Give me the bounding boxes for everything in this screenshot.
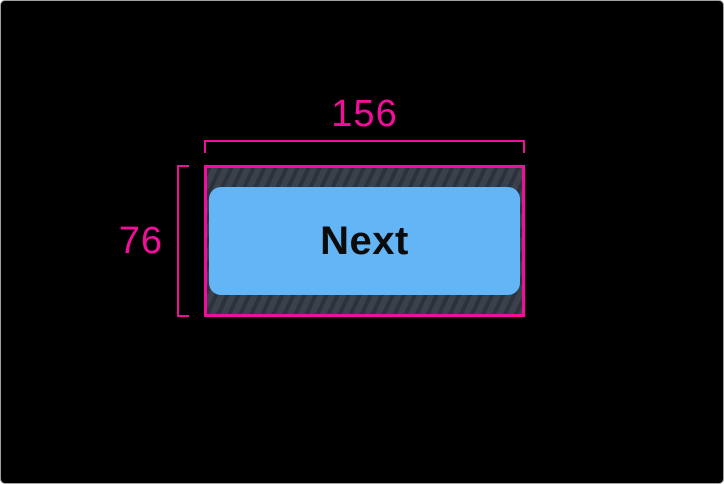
height-dimension-label: 76 [118,220,163,262]
height-dimension-bracket [177,165,189,317]
width-dimension-label: 156 [331,93,398,135]
next-button[interactable]: Next [209,187,520,295]
width-dimension-bracket [204,140,525,153]
touch-target-region: Next [204,165,525,317]
